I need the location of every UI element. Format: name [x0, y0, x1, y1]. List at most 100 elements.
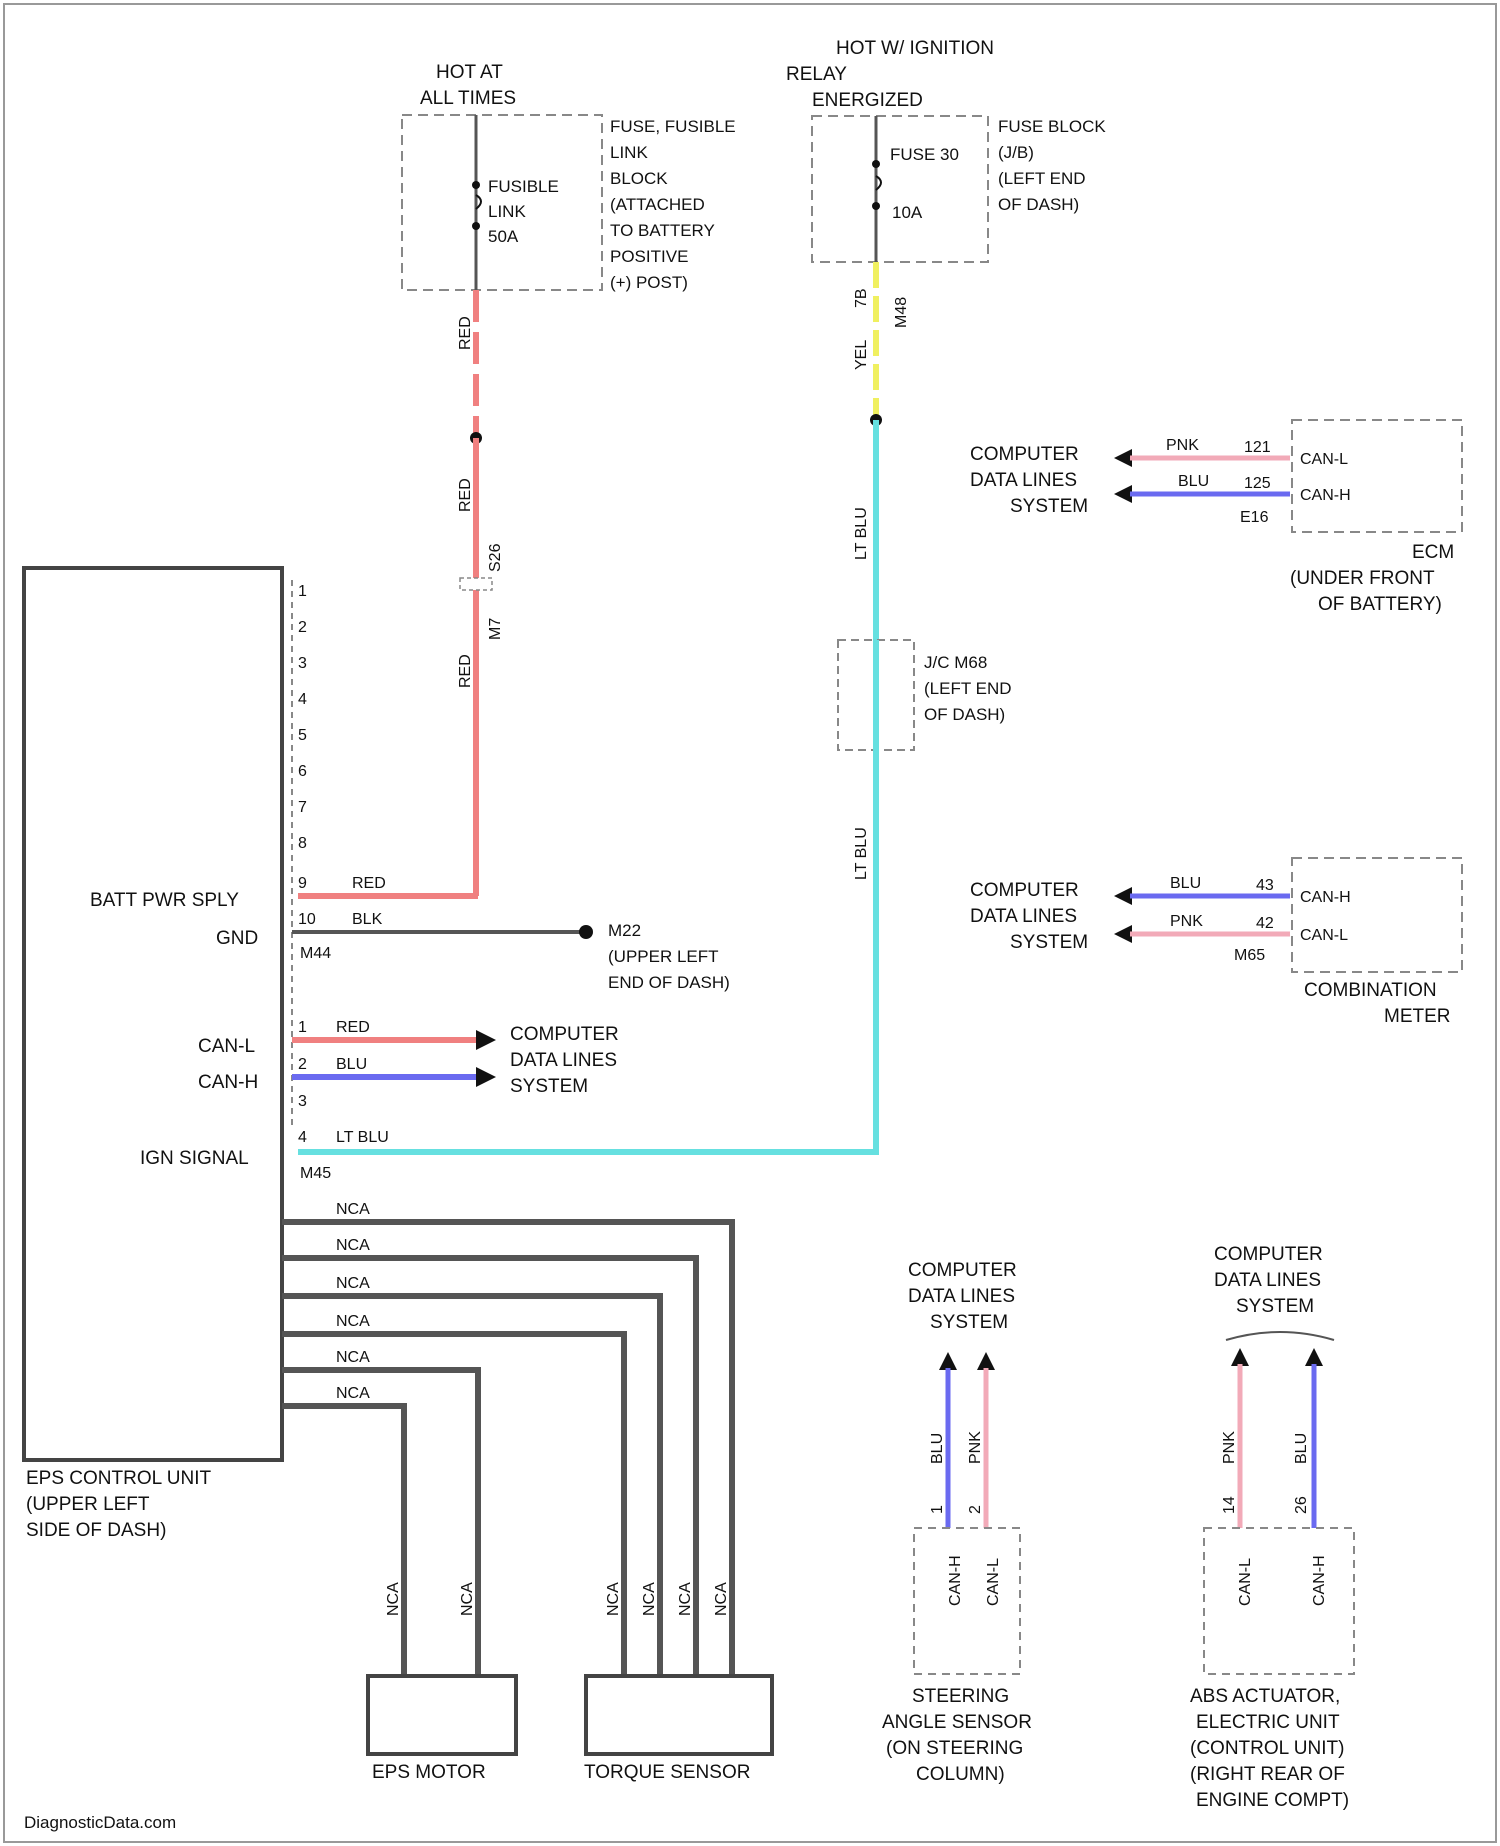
abs-name-1: ABS ACTUATOR,	[1190, 1686, 1340, 1707]
steer-name-3: (ON STEERING	[886, 1738, 1023, 1759]
abs-name-3: (CONTROL UNIT)	[1190, 1738, 1344, 1759]
meter-pin2-name: CAN-L	[1300, 927, 1348, 944]
steer-lines-3: SYSTEM	[930, 1312, 1008, 1333]
abs-lines-2: DATA LINES	[1214, 1270, 1321, 1291]
fuse-block-ign: HOT W/ IGNITION RELAY ENERGIZED FUSE 30 …	[786, 38, 1106, 262]
ecm-pin2-name: CAN-H	[1300, 487, 1351, 504]
ign-wire-ltblu-top: LT BLU	[853, 507, 870, 560]
fusible-link-block: HOT AT ALL TIMES FUSIBLE LINK 50A FUSE, …	[402, 62, 736, 292]
fuse-block-desc-5: TO BATTERY	[610, 221, 715, 240]
meter-wire1-color: BLU	[1170, 875, 1201, 892]
abs-name-5: ENGINE COMPT)	[1196, 1790, 1349, 1811]
steer-wire1-color: BLU	[929, 1433, 946, 1464]
eps-motor-name: EPS MOTOR	[372, 1762, 486, 1783]
combination-meter-connector: COMPUTER DATA LINES SYSTEM BLU 43 PNK 42…	[970, 858, 1462, 1027]
eps-motor-box	[368, 1676, 516, 1754]
ground-m22-2: (UPPER LEFT	[608, 947, 719, 966]
batt-wire-color-top: RED	[457, 316, 474, 350]
ign-pin-7b: 7B	[853, 288, 870, 308]
eps-canh-arrow	[476, 1067, 496, 1087]
fuse30-rating: 10A	[892, 203, 923, 222]
footer-watermark: DiagnosticData.com	[24, 1813, 176, 1832]
eps-batt-label: BATT PWR SPLY	[90, 890, 239, 911]
ecm-lines-2: DATA LINES	[970, 470, 1077, 491]
eps-pin-top-7: 7	[298, 799, 307, 816]
fuse-block-box	[812, 116, 988, 262]
meter-wire2-pin: 42	[1256, 915, 1274, 932]
meter-lines-2: DATA LINES	[970, 906, 1077, 927]
eps-can-dest-1: COMPUTER	[510, 1024, 619, 1045]
ecm-wire1-pin: 121	[1244, 439, 1271, 456]
steer-lines-2: DATA LINES	[908, 1286, 1015, 1307]
eps-canh-pin: 2	[298, 1056, 307, 1073]
abs-lines-3: SYSTEM	[1236, 1296, 1314, 1317]
abs-wire2-color: BLU	[1293, 1433, 1310, 1464]
motor-wire-2: NCA	[459, 1582, 476, 1616]
eps-unit-box	[24, 568, 282, 1460]
ecm-pin1-name: CAN-L	[1300, 451, 1348, 468]
eps-can-dest-3: SYSTEM	[510, 1076, 588, 1097]
eps-name-2: (UPPER LEFT	[26, 1494, 150, 1515]
eps-pin-top-1: 1	[298, 583, 307, 600]
meter-name-1: COMBINATION	[1304, 980, 1437, 1001]
eps-batt-pin: 9	[298, 875, 307, 892]
ign-wire-ltblu-low: LT BLU	[853, 827, 870, 880]
batt-wire-color-low: RED	[457, 654, 474, 688]
motor-wire-1: NCA	[385, 1582, 402, 1616]
eps-pin-top-5: 5	[298, 727, 307, 744]
nca-label-4: NCA	[336, 1313, 370, 1330]
ecm-wire2-color: BLU	[1178, 473, 1209, 490]
abs-pin2-name: CAN-H	[1311, 1555, 1328, 1606]
eps-pin-top-6: 6	[298, 763, 307, 780]
fuse-block-ign-desc-1: FUSE BLOCK	[998, 117, 1106, 136]
abs-wire2-pin: 26	[1293, 1496, 1310, 1514]
fuse-block-desc-4: (ATTACHED	[610, 195, 705, 214]
batt-conn-m7: M7	[487, 618, 504, 640]
nca-label-6: NCA	[336, 1385, 370, 1402]
eps-gnd-pin: 10	[298, 911, 316, 928]
torque-sensor-box	[586, 1676, 772, 1754]
abs-lines-1: COMPUTER	[1214, 1244, 1323, 1265]
fuse30-label: FUSE 30	[890, 145, 959, 164]
fuse-block-desc-7: (+) POST)	[610, 273, 688, 292]
steer-lines-1: COMPUTER	[908, 1260, 1017, 1281]
ground-m22-3: END OF DASH)	[608, 973, 730, 992]
eps-name-3: SIDE OF DASH)	[26, 1520, 166, 1541]
ecm-lines-1: COMPUTER	[970, 444, 1079, 465]
jc-m68-line1: J/C M68	[924, 653, 987, 672]
fuse-block-desc-6: POSITIVE	[610, 247, 688, 266]
abs-wire1-pin: 14	[1221, 1496, 1238, 1514]
abs-wire1-color: PNK	[1221, 1431, 1238, 1464]
steering-angle-sensor: COMPUTER DATA LINES SYSTEM BLU PNK 1 2 C…	[882, 1260, 1032, 1785]
eps-canl-label: CAN-L	[198, 1036, 255, 1057]
hot-ign-line1: HOT W/ IGNITION	[836, 38, 994, 59]
nca-label-5: NCA	[336, 1349, 370, 1366]
ground-m22-1: M22	[608, 921, 641, 940]
eps-batt-color: RED	[352, 875, 386, 892]
torque-wire-1: NCA	[605, 1582, 622, 1616]
eps-ign-conn: M45	[300, 1165, 331, 1182]
fusible-link-label2: LINK	[488, 202, 526, 221]
meter-lines-1: COMPUTER	[970, 880, 1079, 901]
eps-pin-top-4: 4	[298, 691, 307, 708]
meter-conn: M65	[1234, 947, 1265, 964]
eps-pin-3: 3	[298, 1093, 307, 1110]
ecm-name-2: (UNDER FRONT	[1290, 568, 1435, 589]
eps-canl-color: RED	[336, 1019, 370, 1036]
eps-can-dest-2: DATA LINES	[510, 1050, 617, 1071]
hot-at-all-times-line2: ALL TIMES	[420, 88, 516, 109]
meter-wire1-pin: 43	[1256, 877, 1274, 894]
steer-name-2: ANGLE SENSOR	[882, 1712, 1032, 1733]
fuse-block-desc-2: LINK	[610, 143, 648, 162]
meter-pin1-name: CAN-H	[1300, 889, 1351, 906]
nca-wire-5	[282, 1370, 478, 1676]
eps-canh-label: CAN-H	[198, 1072, 258, 1093]
fuse-block-desc-1: FUSE, FUSIBLE	[610, 117, 736, 136]
abs-pin1-name: CAN-L	[1237, 1558, 1254, 1606]
torque-wire-2: NCA	[641, 1582, 658, 1616]
steer-name-4: COLUMN)	[916, 1764, 1005, 1785]
eps-gnd-color: BLK	[352, 911, 383, 928]
eps-ign-label: IGN SIGNAL	[140, 1148, 249, 1169]
ecm-name-3: OF BATTERY)	[1318, 594, 1442, 615]
